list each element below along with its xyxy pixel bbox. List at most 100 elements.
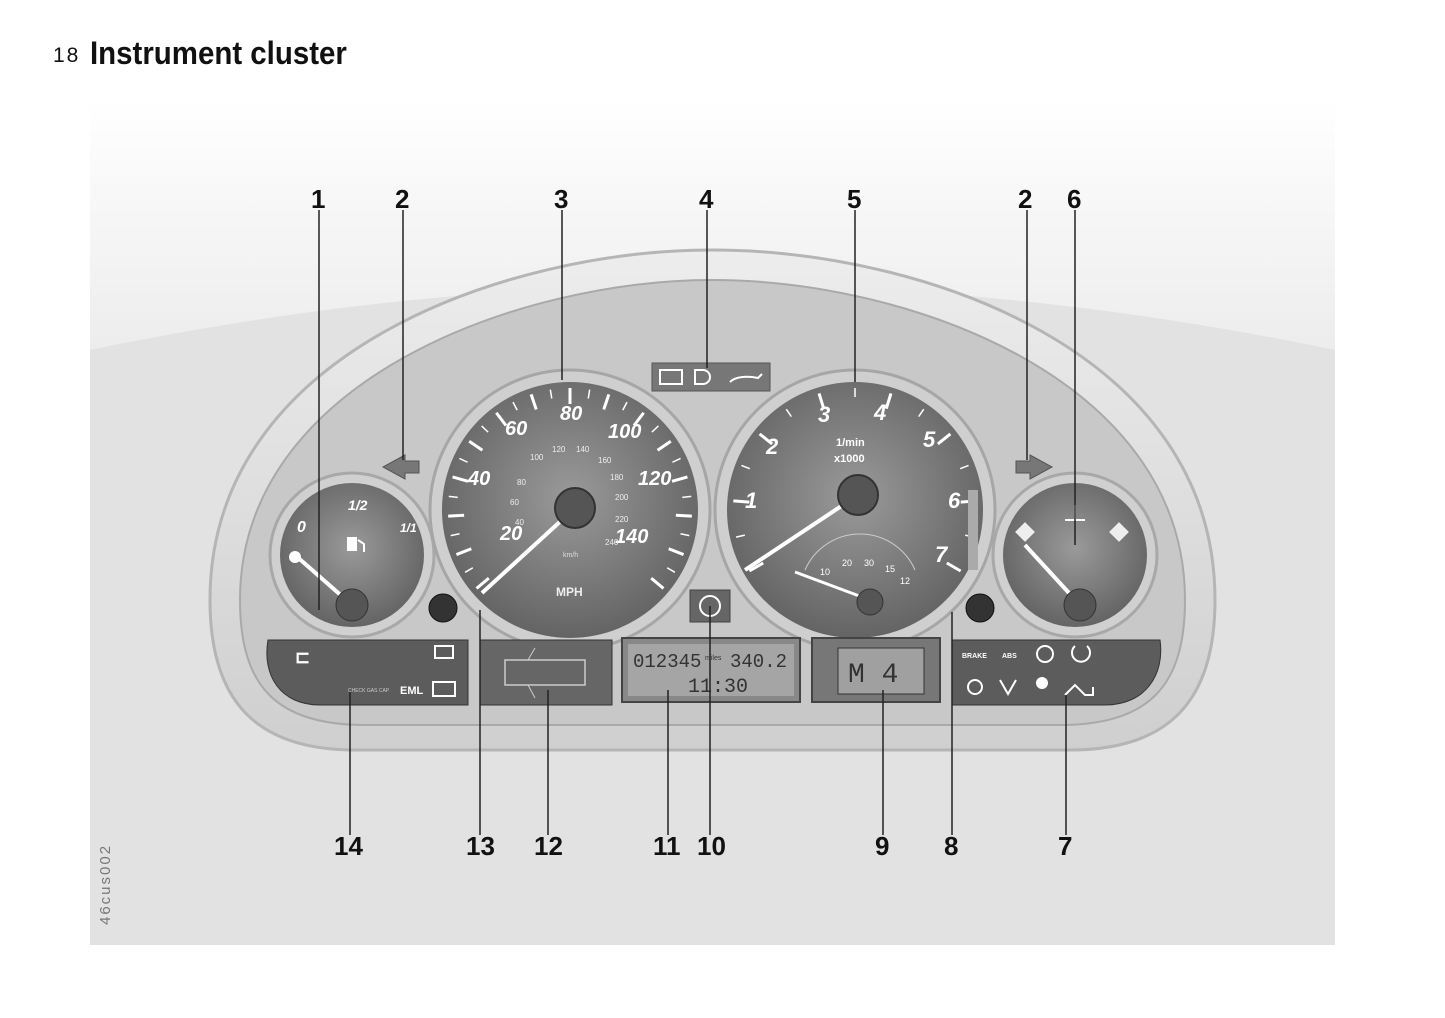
speedometer-tick: [481, 425, 489, 433]
indicator-panel-left: ⊏ CHECK GAS CAP EML: [266, 639, 469, 706]
speedometer-tick: [680, 533, 690, 537]
trip-value: 340.2: [730, 651, 787, 673]
speedometer-tick: [682, 495, 692, 499]
tachometer-tick: [817, 392, 826, 410]
speedometer-tick: [448, 513, 465, 518]
callout-8: 8: [944, 831, 958, 861]
economy-needle: [794, 570, 871, 602]
door-open-indicator-front: [527, 647, 536, 661]
speedometer-label-40: 40: [467, 468, 490, 490]
tachometer-tick: [733, 499, 750, 504]
callout-14: 14: [334, 831, 363, 861]
tachometer-label-1: 1: [745, 488, 757, 513]
callout-12: 12: [534, 831, 563, 861]
tachometer-label-2: 2: [765, 434, 779, 459]
figure-id: 46cus002: [97, 843, 114, 925]
callout-5: 5: [847, 184, 861, 214]
speedometer-label-120: 120: [638, 468, 671, 490]
page-title: Instrument cluster: [90, 35, 347, 71]
speedometer-tick: [512, 401, 518, 411]
speedometer-tick: [459, 457, 468, 463]
brake-warning-label: BRAKE: [962, 653, 987, 660]
speedometer-tick: [468, 440, 484, 452]
check-control-button[interactable]: [965, 593, 995, 623]
callout-7: 7: [1058, 831, 1072, 861]
speedometer-inner-label-240: 240: [605, 538, 619, 547]
speedometer-inner-label-180: 180: [610, 473, 624, 482]
callout-2-right: 2: [1018, 184, 1032, 214]
trip-odometer-reset-button[interactable]: [428, 593, 458, 623]
temperature-needle-hub: [1063, 588, 1097, 622]
speedometer-tick: [450, 533, 460, 537]
speedometer-ticks: [448, 388, 692, 590]
speedometer-tick: [656, 440, 672, 452]
hot-zone-marker: [1109, 522, 1129, 542]
speedometer-tick: [672, 457, 681, 463]
speedometer-inner-label-80: 80: [517, 478, 526, 487]
abs-warning-label: ABS: [1002, 653, 1017, 660]
speedometer-label-100: 100: [608, 421, 641, 443]
speedometer-tick: [632, 411, 645, 427]
speedometer-tick: [448, 495, 458, 499]
speedometer-tick: [549, 389, 553, 399]
speedometer: 20 40 60 80 100 120 140 40 60 80 100 120…: [428, 368, 712, 652]
tachometer-needle-hub: [837, 474, 879, 516]
callout-11: 11: [653, 831, 681, 861]
speedometer-tick: [529, 393, 538, 410]
eml-label: EML: [400, 685, 424, 697]
callout-1: 1: [311, 184, 325, 214]
speedometer-needle-hub: [554, 487, 596, 529]
tachometer-label-3: 3: [818, 402, 830, 427]
tachometer: 1 2 3 4 5 6 7 1/min x1000 10 20 30 15 12: [713, 368, 997, 652]
speedometer-tick: [475, 576, 490, 590]
speedometer-tick: [602, 393, 611, 410]
fuel-needle-hub: [335, 588, 369, 622]
economy-gauge: 10 20 30 15 12: [794, 533, 916, 616]
car-outline-icon: [504, 659, 586, 686]
tachometer-tick: [959, 464, 969, 470]
traction-control-icon: [1064, 683, 1094, 696]
odometer-value: 012345: [633, 651, 701, 673]
fog-light-icon: ⊏: [295, 647, 310, 667]
tachometer-redline: [968, 490, 978, 570]
gear-value: M 4: [848, 660, 898, 691]
fuel-half-label: 1/2: [348, 497, 368, 513]
tachometer-tick: [936, 432, 952, 446]
coolant-temperature-gauge: [991, 471, 1159, 639]
fuel-full-label: 1/1: [400, 521, 417, 535]
callout-9: 9: [875, 831, 889, 861]
battery-charge-icon: [432, 681, 456, 697]
callout-13: 13: [466, 831, 495, 861]
speedometer-unit: MPH: [556, 585, 583, 599]
speedometer-label-140: 140: [615, 526, 648, 548]
tachometer-label-7: 7: [935, 542, 949, 567]
warning-lights-center: [651, 362, 771, 392]
speedometer-tick: [455, 547, 472, 556]
odometer-display: 012345 miles 340.2 11:30: [621, 637, 801, 703]
tachometer-unit-line1: 1/min: [836, 437, 865, 449]
speedometer-tick: [650, 576, 665, 590]
indicator-panel-right: BRAKE ABS: [951, 639, 1162, 706]
speedometer-tick: [587, 389, 591, 399]
callout-3: 3: [554, 184, 568, 214]
speedometer-inner-label-120: 120: [552, 445, 566, 454]
airbag-icon: [1036, 677, 1048, 689]
turn-signal-right-icon: [1015, 454, 1054, 480]
odometer-unit: miles: [705, 655, 722, 662]
fuel-gauge: 0 1/2 1/1: [268, 471, 436, 639]
tachometer-label-5: 5: [923, 427, 936, 452]
tachometer-label-6: 6: [948, 488, 961, 513]
speedometer-inner-label-60: 60: [510, 498, 519, 507]
fuel-pump-icon: [347, 537, 365, 552]
speedometer-label-80: 80: [560, 403, 582, 425]
tachometer-label-4: 4: [873, 400, 886, 425]
page-number: 18: [53, 44, 81, 67]
speedometer-tick: [666, 567, 676, 573]
tachometer-tick: [741, 464, 751, 470]
instrument-cluster-illustration: 0 1/2 1/1 20 40 60 80 100 120 140 40 60 …: [90, 100, 1335, 945]
oil-pressure-icon: [729, 373, 763, 383]
speedometer-inner-unit: km/h: [563, 552, 578, 559]
speedometer-tick: [622, 401, 628, 411]
speedometer-tick: [495, 411, 508, 427]
speedometer-inner-label-160: 160: [598, 456, 612, 465]
